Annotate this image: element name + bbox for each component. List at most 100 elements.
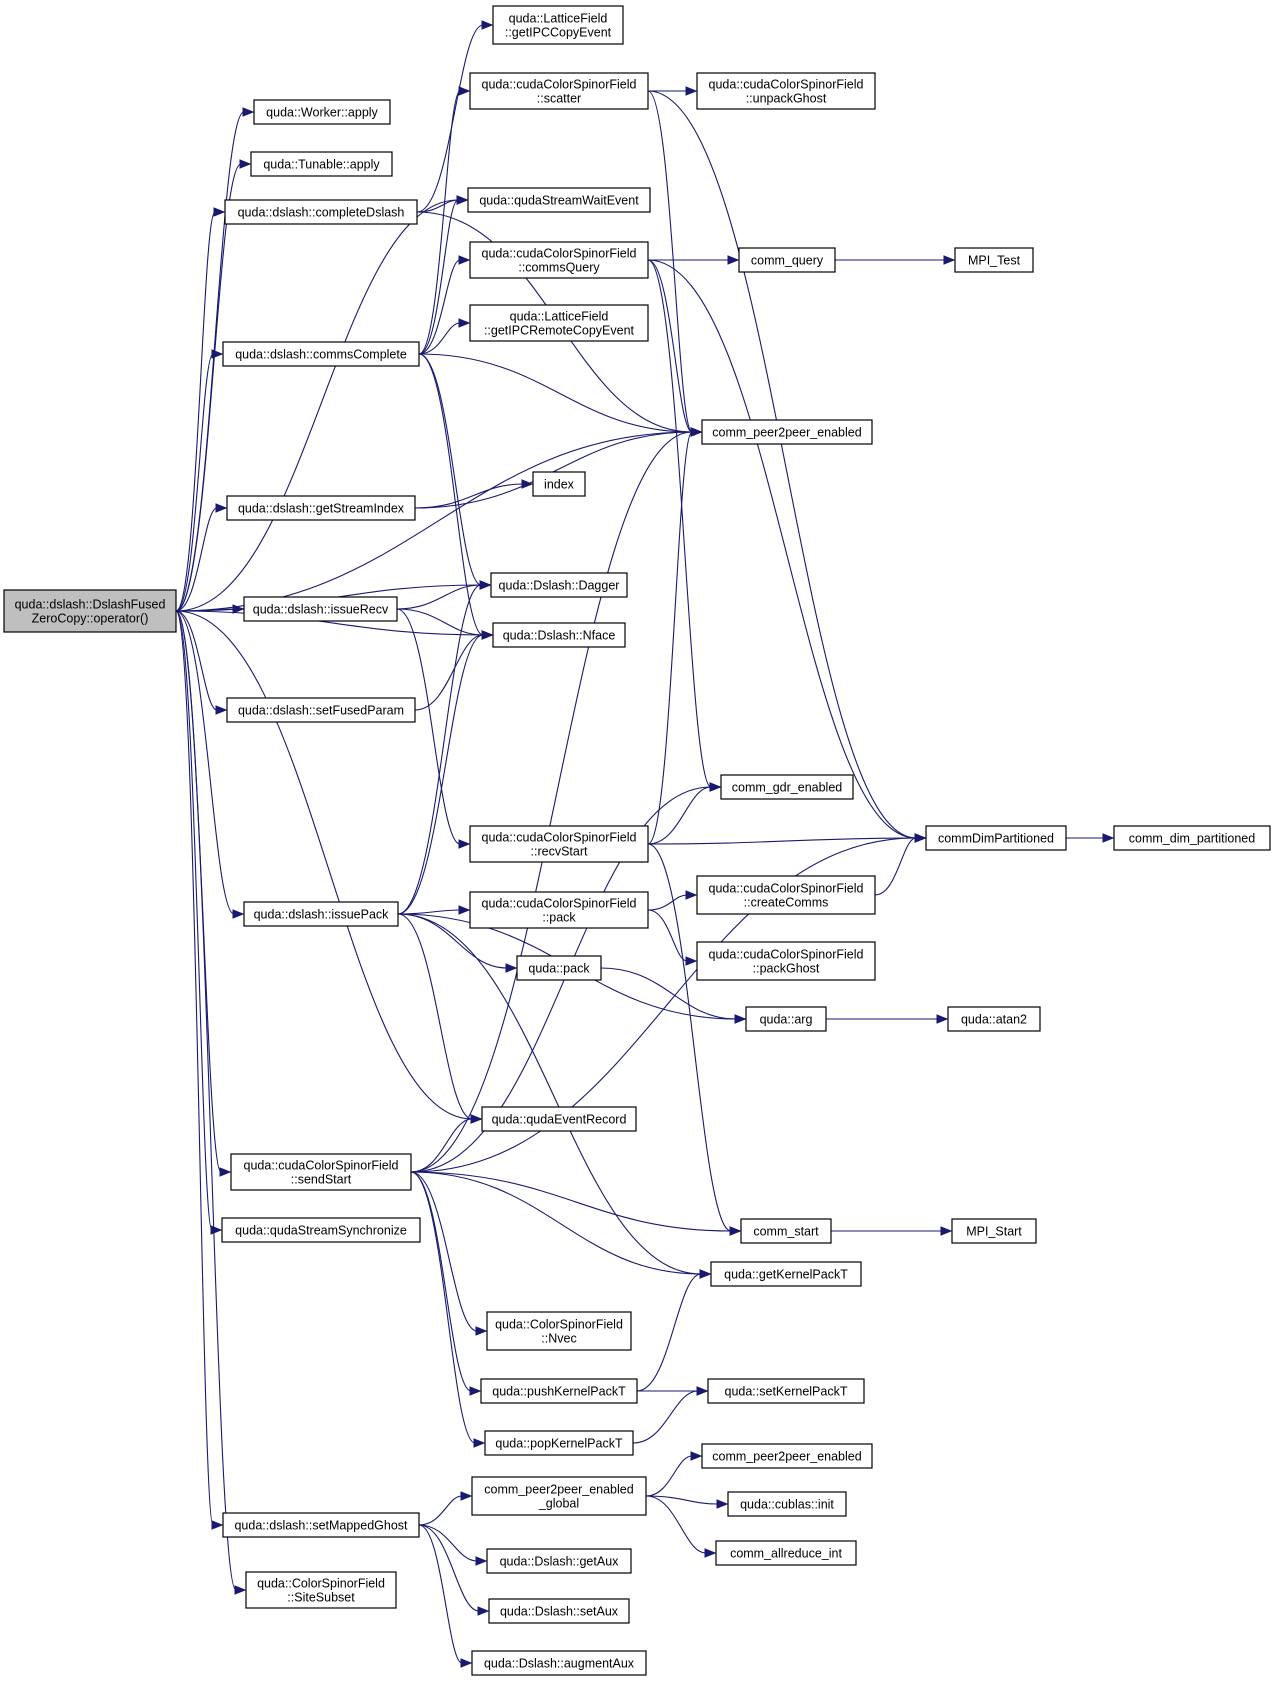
node-box	[471, 1476, 647, 1516]
edge-root-to-setfusedparam	[175, 610, 218, 711]
edge-commscomplete-to-dagger	[418, 353, 482, 586]
node-getkernelpackt[interactable]: quda::getKernelPackT	[710, 1261, 862, 1287]
node-label: ::pack	[542, 911, 576, 925]
node-label: ::getIPCRemoteCopyEvent	[484, 324, 635, 338]
node-p2p-enabled2[interactable]: comm_peer2peer_enabled	[701, 1443, 873, 1469]
node-gdr-enabled[interactable]: comm_gdr_enabled	[720, 774, 854, 800]
node-label: quda::dslash::getStreamIndex	[238, 502, 405, 516]
node-packghost[interactable]: quda::cudaColorSpinorField::packGhost	[696, 941, 876, 981]
node-pushkernel[interactable]: quda::pushKernelPackT	[480, 1378, 638, 1404]
node-worker-apply[interactable]: quda::Worker::apply	[253, 99, 391, 125]
node-qatan2[interactable]: quda::atan2	[947, 1006, 1041, 1032]
arrowhead-issuerecv-to-recvstart	[458, 839, 471, 849]
node-label: quda::dslash::completeDslash	[238, 206, 405, 220]
node-comm-start[interactable]: comm_start	[740, 1218, 832, 1244]
edges-layer	[175, 20, 1115, 1668]
node-sitesubset[interactable]: quda::ColorSpinorField::SiteSubset	[245, 1571, 397, 1609]
arrowhead-root-to-setmappedghost	[211, 1520, 224, 1530]
node-nface[interactable]: quda::Dslash::Nface	[492, 622, 626, 648]
node-setkernelpackt[interactable]: quda::setKernelPackT	[707, 1378, 865, 1404]
node-label: comm_peer2peer_enabled	[484, 1483, 633, 1497]
node-commsquery[interactable]: quda::cudaColorSpinorField::commsQuery	[469, 241, 649, 279]
node-label: quda::cudaColorSpinorField	[709, 882, 864, 896]
node-box	[469, 891, 649, 929]
arrowhead-commdimpart-to-dim-part	[1102, 833, 1115, 843]
node-box	[3, 589, 177, 633]
node-getaux[interactable]: quda::Dslash::getAux	[486, 1548, 632, 1574]
arrowhead-scatter-to-unpackghost	[685, 86, 698, 96]
node-getipcremote[interactable]: quda::LatticeField::getIPCRemoteCopyEven…	[469, 304, 649, 342]
node-eventrecord[interactable]: quda::qudaEventRecord	[481, 1106, 637, 1132]
edge-recvstart-to-commdimpart	[647, 837, 917, 845]
node-commscomplete[interactable]: quda::dslash::commsComplete	[222, 341, 420, 367]
edge-root-to-issuepack	[175, 610, 235, 915]
node-qarg[interactable]: quda::arg	[745, 1006, 827, 1032]
edge-scatter-to-commdimpart	[647, 90, 917, 839]
node-label: ::unpackGhost	[746, 92, 827, 106]
node-augmentaux[interactable]: quda::Dslash::augmentAux	[471, 1650, 647, 1676]
node-box	[954, 247, 1034, 273]
node-mpi-start[interactable]: MPI_Start	[951, 1218, 1037, 1244]
node-box	[710, 1261, 862, 1287]
edge-root-to-quda-streamsync	[175, 610, 213, 1231]
arrowhead-sendstart-to-nvec	[475, 1326, 488, 1336]
node-getstreamindex[interactable]: quda::dslash::getStreamIndex	[226, 495, 416, 521]
node-issuepack[interactable]: quda::dslash::issuePack	[243, 901, 399, 927]
node-completedslash[interactable]: quda::dslash::completeDslash	[224, 199, 418, 225]
node-nvec[interactable]: quda::ColorSpinorField::Nvec	[486, 1311, 632, 1351]
node-scatter[interactable]: quda::cudaColorSpinorField::scatter	[469, 72, 649, 110]
node-mpi-test[interactable]: MPI_Test	[954, 247, 1034, 273]
node-box	[490, 572, 628, 598]
arrowhead-issuepack-to-cpack	[458, 905, 471, 915]
node-comm-query[interactable]: comm_query	[738, 247, 836, 273]
node-createcomms[interactable]: quda::cudaColorSpinorField::createComms	[696, 875, 876, 915]
node-label: quda::dslash::issuePack	[254, 908, 390, 922]
edge-p2p-global-to-p2p-enabled2	[645, 1455, 693, 1497]
node-unpackghost[interactable]: quda::cudaColorSpinorField::unpackGhost	[696, 72, 876, 110]
node-dim-part[interactable]: comm_dim_partitioned	[1113, 825, 1271, 851]
edge-issuepack-to-eventrecord	[397, 913, 473, 1120]
node-allreduce[interactable]: comm_allreduce_int	[715, 1540, 857, 1566]
node-box	[224, 199, 418, 225]
arrowhead-root-to-setfusedparam	[215, 705, 228, 715]
node-dagger[interactable]: quda::Dslash::Dagger	[490, 572, 628, 598]
arrowhead-recvstart-to-p2p-enabled	[690, 427, 703, 437]
edge-issuepack-to-getkernelpackt	[397, 913, 702, 1275]
node-streamwaitevent[interactable]: quda::qudaStreamWaitEvent	[467, 187, 651, 213]
node-setmappedghost[interactable]: quda::dslash::setMappedGhost	[222, 1512, 420, 1538]
node-setfusedparam[interactable]: quda::dslash::setFusedParam	[226, 697, 416, 723]
arrowhead-commscomplete-to-scatter	[458, 86, 471, 96]
edge-commscomplete-to-streamwaitevent	[418, 199, 459, 355]
node-box	[707, 1378, 865, 1404]
node-p2p-enabled[interactable]: comm_peer2peer_enabled	[701, 419, 873, 445]
edge-issuepack-to-nface	[397, 634, 484, 915]
node-label: ::packGhost	[753, 962, 820, 976]
node-sendstart[interactable]: quda::cudaColorSpinorField::sendStart	[230, 1153, 412, 1191]
arrowhead-p2p-global-to-p2p-enabled2	[690, 1451, 703, 1461]
node-getipccopyevent[interactable]: quda::LatticeField::getIPCCopyEvent	[492, 5, 624, 45]
node-label: ::getIPCCopyEvent	[505, 26, 612, 40]
arrowhead-sendstart-to-eventrecord	[470, 1114, 483, 1124]
node-setaux[interactable]: quda::Dslash::setAux	[488, 1598, 630, 1624]
node-label: ZeroCopy::operator()	[32, 612, 149, 626]
node-tunable-apply[interactable]: quda::Tunable::apply	[250, 151, 393, 177]
node-box	[484, 1430, 634, 1456]
node-box	[243, 596, 398, 622]
arrowhead-root-to-quda-streamsync	[210, 1225, 223, 1235]
arrowhead-root-to-sitesubset	[234, 1585, 247, 1595]
node-issuerecv[interactable]: quda::dslash::issueRecv	[243, 596, 398, 622]
node-label: quda::setKernelPackT	[725, 1385, 848, 1399]
node-qpack[interactable]: quda::pack	[516, 955, 602, 981]
node-p2p-global[interactable]: comm_peer2peer_enabled_global	[471, 1476, 647, 1516]
edge-root-to-getstreamindex	[175, 507, 218, 612]
node-popkernel[interactable]: quda::popKernelPackT	[484, 1430, 634, 1456]
node-label: index	[544, 478, 575, 492]
node-cpack[interactable]: quda::cudaColorSpinorField::pack	[469, 891, 649, 929]
node-box	[230, 1153, 412, 1191]
node-cublas-init[interactable]: quda::cublas::init	[727, 1491, 847, 1517]
arrowhead-pushkernel-to-getkernelpackt	[699, 1269, 712, 1279]
node-commdimpart[interactable]: commDimPartitioned	[925, 825, 1067, 851]
node-recvstart[interactable]: quda::cudaColorSpinorField::recvStart	[469, 825, 649, 863]
node-quda-streamsync[interactable]: quda::qudaStreamSynchronize	[221, 1217, 421, 1243]
node-index[interactable]: index	[532, 471, 586, 497]
